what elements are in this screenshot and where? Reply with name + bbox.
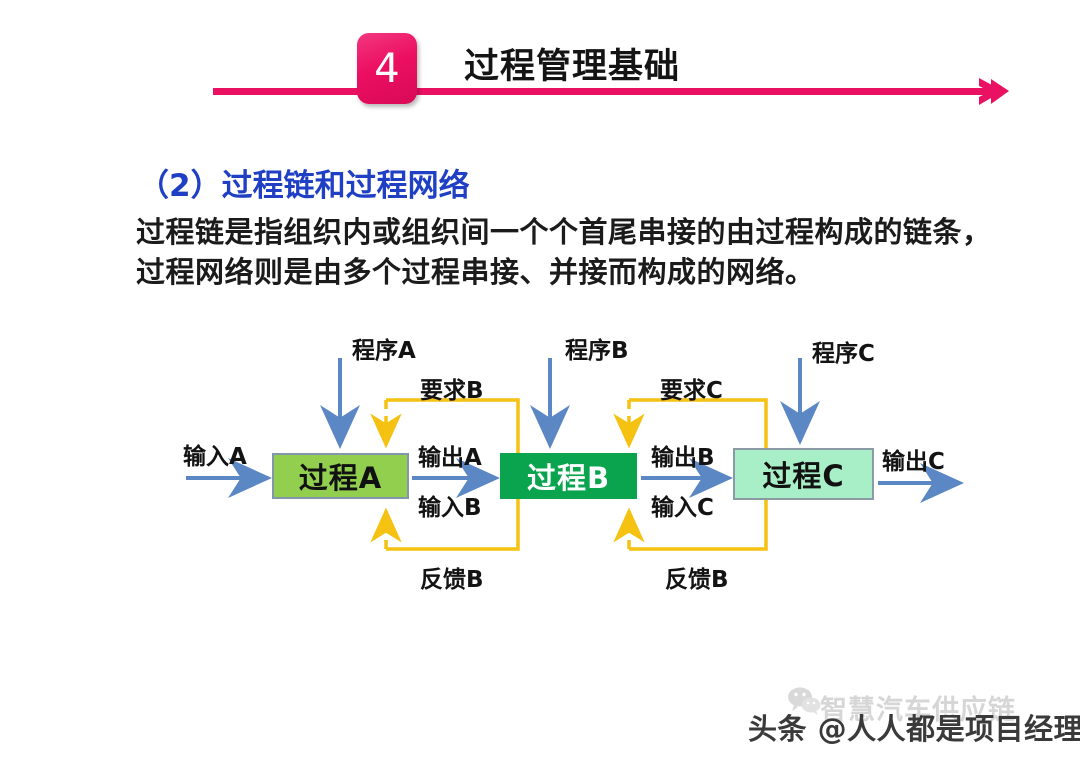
- wechat-icon: [788, 687, 821, 715]
- page-title: 过程管理基础: [464, 47, 681, 87]
- process-network-diagram: 过程A 过程B 过程C 程序A 程序B 程序C 要求B 要求C 输入A 输出A …: [0, 315, 1080, 615]
- label-feedback-b-right: 反馈B: [665, 567, 729, 593]
- label-output-b: 输出B: [651, 445, 715, 471]
- arrow-right-icon: [979, 78, 1009, 105]
- section-number: 4: [374, 45, 400, 92]
- label-input-b: 输入B: [418, 495, 482, 521]
- label-program-a: 程序A: [352, 338, 416, 364]
- feedback-b-loop-left: [370, 490, 520, 551]
- process-box-c-label: 过程C: [762, 459, 845, 493]
- label-requirement-b: 要求B: [420, 378, 484, 404]
- section-number-badge: 4: [357, 33, 417, 104]
- section-heading: （2）过程链和过程网络: [138, 168, 470, 204]
- process-box-a-label: 过程A: [298, 461, 383, 495]
- label-output-c: 输出C: [882, 449, 945, 475]
- label-input-a: 输入A: [183, 444, 247, 470]
- header-rule: [213, 88, 1003, 95]
- watermark-channel: 智慧汽车供应链: [820, 695, 1016, 726]
- label-program-c: 程序C: [812, 341, 875, 367]
- diagram-canvas: [186, 358, 964, 551]
- process-box-b[interactable]: 过程B: [500, 453, 637, 499]
- label-feedback-b-left: 反馈B: [420, 567, 484, 593]
- feedback-b-loop-right: [613, 490, 768, 551]
- label-input-c: 输入C: [651, 495, 714, 521]
- page-header: 4 过程管理基础: [0, 0, 1080, 130]
- watermark-author: 头条 @人人都是项目经理: [748, 712, 1080, 746]
- process-box-b-label: 过程B: [526, 461, 611, 495]
- label-output-a: 输出A: [418, 445, 482, 471]
- label-requirement-c: 要求C: [660, 378, 723, 404]
- label-program-b: 程序B: [565, 338, 629, 364]
- body-paragraph: 过程链是指组织内或组织间一个个首尾串接的由过程构成的链条，过程网络则是由多个过程…: [136, 215, 992, 290]
- process-box-a[interactable]: 过程A: [272, 453, 409, 499]
- process-box-c[interactable]: 过程C: [733, 448, 874, 500]
